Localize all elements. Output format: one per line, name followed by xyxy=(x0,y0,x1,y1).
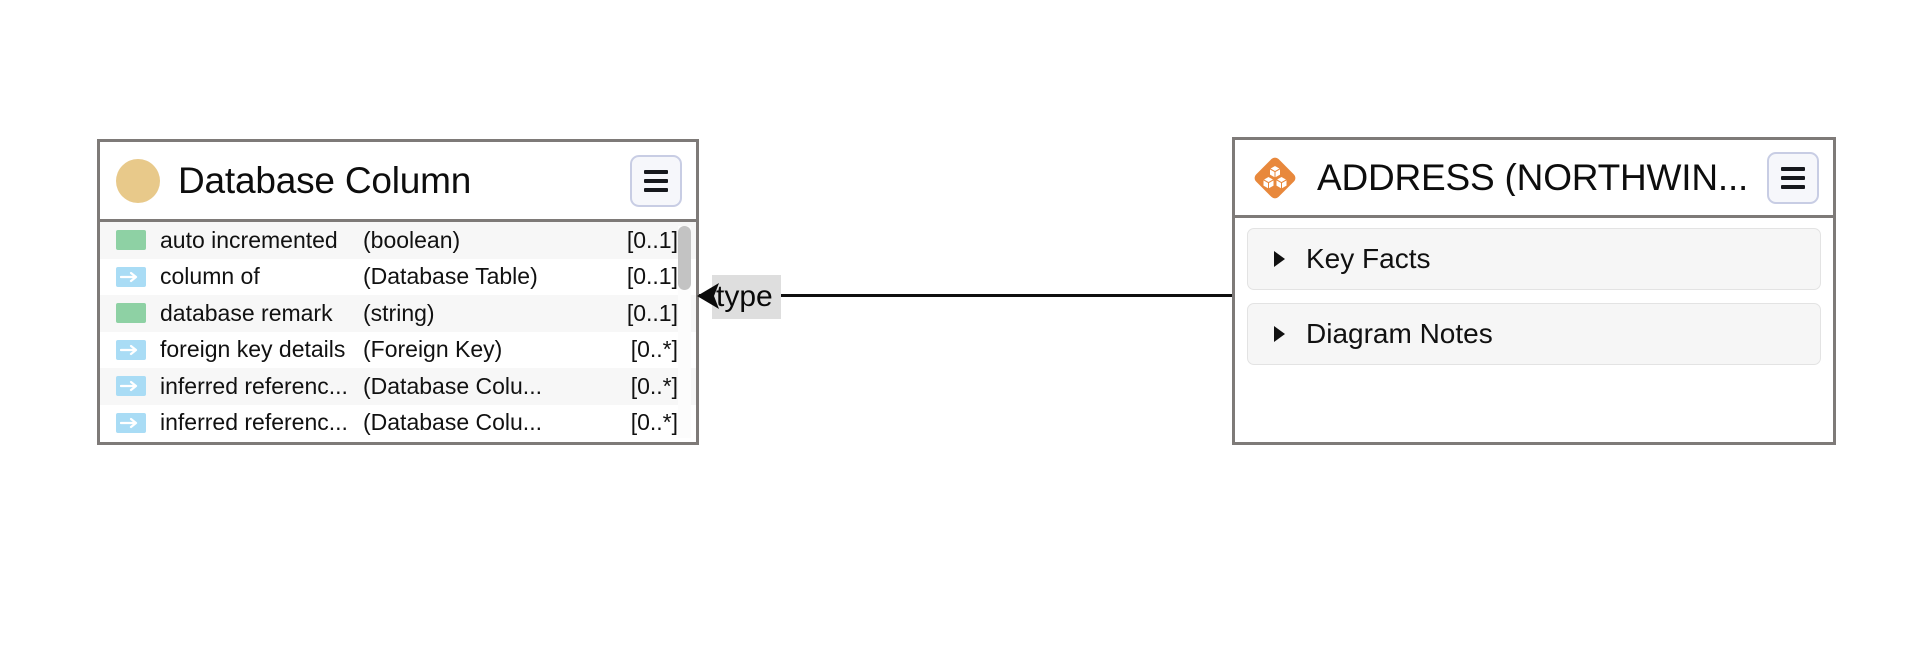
reference-arrow-icon xyxy=(116,376,146,397)
property-type: (Database Table) xyxy=(363,263,538,290)
left-card-menu-button[interactable] xyxy=(630,154,682,207)
filled-circle-icon xyxy=(116,158,160,203)
property-type: (Database Colu... xyxy=(363,409,542,436)
hamburger-bar-icon xyxy=(1781,184,1805,189)
property-list-viewport[interactable]: auto incremented(boolean)[0..1]column of… xyxy=(100,222,696,442)
property-multiplicity: [0..*] xyxy=(630,372,678,399)
entity-card-database-column[interactable]: Database Column auto incremented (boolean… xyxy=(97,139,699,445)
attribute-swatch-icon xyxy=(116,230,146,251)
hamburger-bar-icon xyxy=(1781,166,1805,171)
property-multiplicity: [0..1] xyxy=(626,299,678,326)
property-multiplicity: [0..1] xyxy=(626,226,678,253)
scrollbar-thumb[interactable] xyxy=(678,226,691,290)
section-label: Key Facts xyxy=(1306,243,1431,274)
hamburger-bar-icon xyxy=(644,187,668,192)
property-row[interactable]: column of (Database Table) [0..1] xyxy=(100,258,696,295)
hamburger-bar-icon xyxy=(644,178,668,183)
property-row[interactable]: database remark (string) [0..1] xyxy=(100,295,696,332)
right-card-header: ADDRESS (NORTHWIN... xyxy=(1235,140,1833,218)
property-row[interactable]: foreign key details (Foreign Key) [0..*] xyxy=(100,331,696,368)
right-card-title: ADDRESS (NORTHWIN... xyxy=(1317,159,1749,196)
property-row[interactable]: inferred referenc... (Database Colu... [0.… xyxy=(100,404,696,441)
connector-label-text: type xyxy=(716,280,773,313)
connector-line xyxy=(699,294,1232,297)
left-card-header: Database Column xyxy=(100,142,696,222)
section-label: Diagram Notes xyxy=(1306,318,1493,349)
property-multiplicity: [0..1] xyxy=(626,263,678,290)
section-diagram-notes[interactable]: Diagram Notes xyxy=(1247,303,1821,365)
property-type: (boolean) xyxy=(363,226,461,253)
property-name: auto incremented xyxy=(160,226,338,253)
property-list-scrollbar[interactable] xyxy=(678,226,691,438)
property-type: (Foreign Key) xyxy=(363,336,503,363)
reference-arrow-icon xyxy=(116,339,146,360)
hamburger-bar-icon xyxy=(1781,175,1805,180)
orange-diamond-cubes-icon xyxy=(1251,154,1299,202)
property-type: (Database Colu... xyxy=(363,372,542,399)
property-row[interactable]: inferred referenc... (Database Colu... [0.… xyxy=(100,368,696,405)
property-name: inferred referenc... xyxy=(160,409,348,436)
property-type: (string) xyxy=(363,299,435,326)
left-card-title: Database Column xyxy=(178,162,472,199)
reference-arrow-icon xyxy=(116,412,146,433)
property-multiplicity: [0..*] xyxy=(630,409,678,436)
property-name: inferred referenc... xyxy=(160,372,348,399)
reference-arrow-icon xyxy=(116,266,146,287)
property-multiplicity: [0..*] xyxy=(630,336,678,363)
property-name: column of xyxy=(160,263,260,290)
attribute-swatch-icon xyxy=(116,303,146,324)
property-name: foreign key details xyxy=(160,336,346,363)
section-key-facts[interactable]: Key Facts xyxy=(1247,228,1821,290)
connector-label[interactable]: type xyxy=(712,275,781,319)
chevron-right-icon xyxy=(1274,251,1285,267)
right-card-menu-button[interactable] xyxy=(1767,151,1819,204)
property-list: auto incremented(boolean)[0..1]column of… xyxy=(100,222,696,441)
chevron-right-icon xyxy=(1274,326,1285,342)
connector-arrow-icon xyxy=(695,281,721,316)
property-name: database remark xyxy=(160,299,333,326)
association-connector[interactable] xyxy=(699,294,1232,298)
property-row[interactable]: auto incremented (boolean) [0..1] xyxy=(100,222,696,259)
hamburger-bar-icon xyxy=(644,169,668,174)
